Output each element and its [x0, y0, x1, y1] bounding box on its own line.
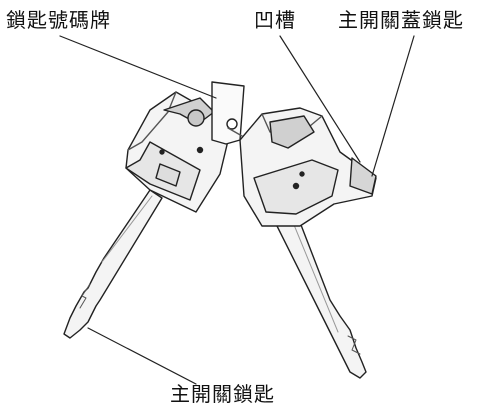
notch-label: 凹槽: [254, 8, 296, 32]
key-number-tag-label: 鎖匙號碼牌: [6, 8, 111, 32]
leader-lines: [59, 35, 415, 385]
main-switch-key: [63, 91, 233, 339]
main-switch-key-label: 主開關鎖匙: [170, 382, 275, 406]
cover-key: [239, 107, 377, 379]
key-number-tag: [211, 81, 245, 145]
main-switch-cover-key-label: 主開關蓋鎖匙: [338, 8, 464, 32]
